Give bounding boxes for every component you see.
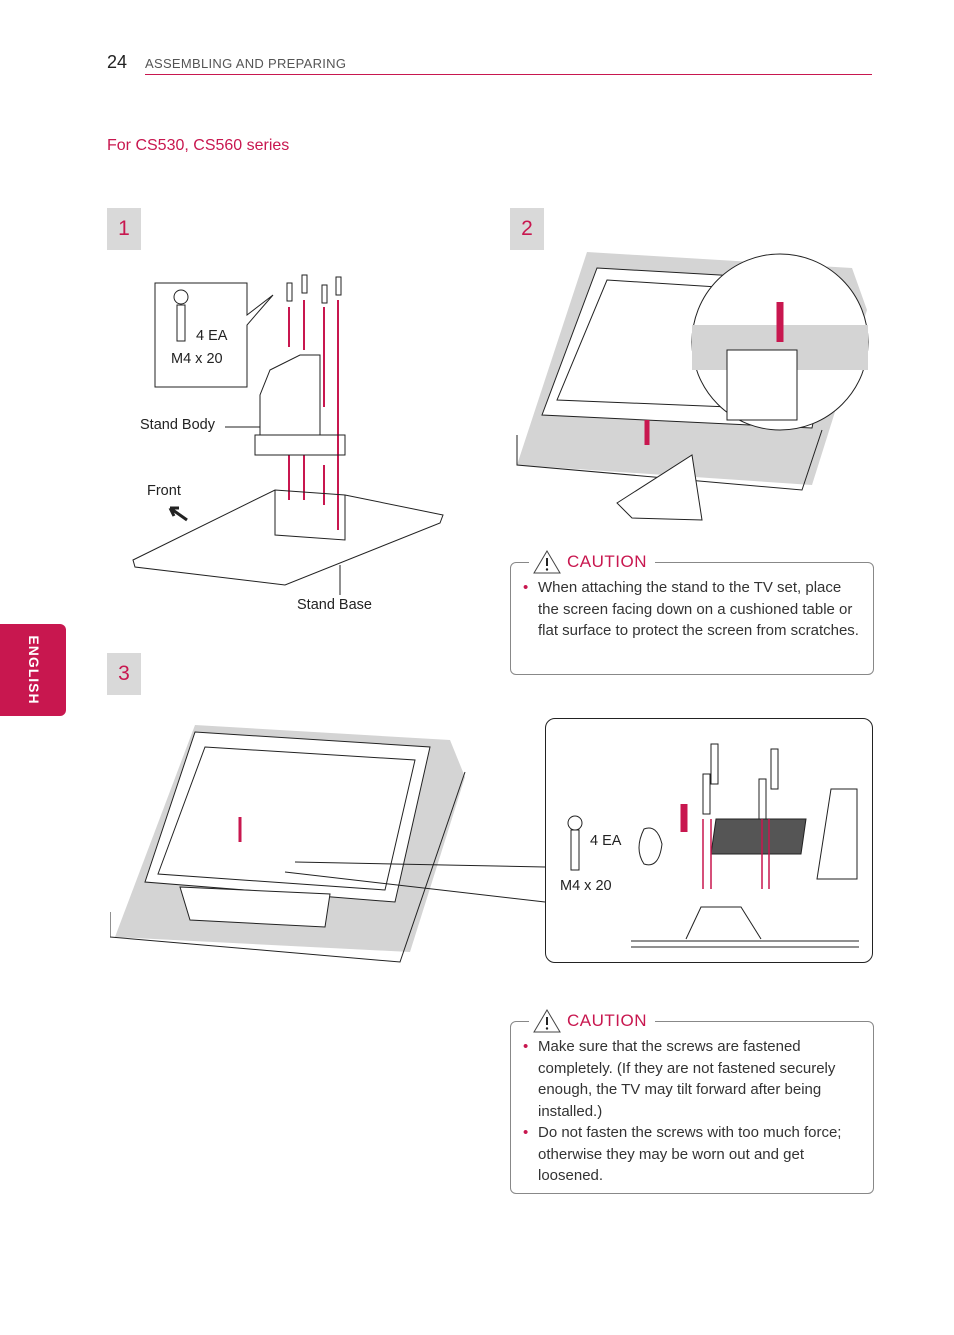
step-3-screw-qty: 4 EA <box>590 833 622 849</box>
warning-triangle-icon <box>533 1009 561 1033</box>
screw-icon <box>567 815 583 871</box>
caution-title: CAUTION <box>567 552 647 571</box>
screws <box>286 274 342 304</box>
alignment-lines <box>288 300 339 530</box>
caution-box-1: CAUTION When attaching the stand to the … <box>510 550 874 675</box>
stand-base-label: Stand Base <box>297 597 372 613</box>
screws <box>702 743 779 820</box>
step-1-screw-qty: 4 EA <box>196 328 228 344</box>
step-3-tv-illustration <box>110 725 546 963</box>
step-1-number: 1 <box>107 208 141 250</box>
step-3-number: 3 <box>107 653 141 695</box>
step-1-stand-illustration <box>132 274 444 595</box>
stand-body-label: Stand Body <box>140 417 215 433</box>
step-2-number: 2 <box>510 208 544 250</box>
section-title: ASSEMBLING AND PREPARING <box>145 56 347 71</box>
caution-item: Make sure that the screws are fastened c… <box>523 1036 861 1122</box>
step-1-screw-size: M4 x 20 <box>171 351 223 367</box>
warning-triangle-icon <box>533 550 561 574</box>
cover-piece <box>638 827 663 866</box>
series-heading: For CS530, CS560 series <box>107 137 290 154</box>
page-number: 24 <box>107 52 128 72</box>
language-tab-label: ENGLISH <box>26 635 42 705</box>
screw-icon <box>173 289 189 342</box>
step-3-detail-callout: 4 EA M4 x 20 <box>545 718 873 963</box>
header-rule <box>145 74 872 75</box>
stand-base <box>132 489 444 586</box>
step-3-screw-size: M4 x 20 <box>560 878 612 894</box>
caution-item: Do not fasten the screws with too much f… <box>523 1122 861 1187</box>
stand-body <box>254 354 346 456</box>
stand-bottom <box>616 454 703 521</box>
screw-detail-illustration <box>567 743 859 948</box>
caution-box-2: CAUTION Make sure that the screws are fa… <box>510 1009 874 1194</box>
caution-title: CAUTION <box>567 1011 647 1030</box>
caution-item: When attaching the stand to the TV set, … <box>523 577 861 642</box>
language-tab: ENGLISH <box>0 624 66 716</box>
front-label: Front <box>147 483 181 499</box>
step-2-attach-illustration <box>516 252 869 521</box>
